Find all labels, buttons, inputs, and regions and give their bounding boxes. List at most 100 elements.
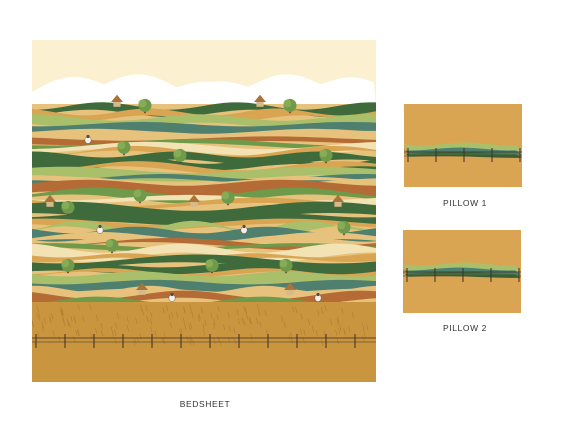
tree-highlight	[61, 201, 70, 210]
tree-highlight	[205, 259, 214, 268]
wheat-stalk	[250, 333, 253, 340]
wheat-stalk	[330, 318, 333, 325]
bedsheet-label: BEDSHEET	[179, 399, 231, 409]
wheat-stalk	[243, 306, 246, 313]
tree-highlight	[221, 191, 230, 200]
pillow-2-design	[403, 230, 521, 313]
tree-highlight	[337, 221, 346, 230]
wheat-stalk	[289, 332, 293, 339]
wheat-stalk	[188, 323, 191, 330]
wheat-stalk	[41, 325, 44, 332]
tree-highlight	[319, 149, 328, 158]
cow-head	[316, 292, 320, 297]
wheat-stalk	[32, 320, 34, 327]
wheat-stalk	[197, 315, 200, 322]
tree-highlight	[283, 99, 292, 108]
pillow-2-pattern	[403, 230, 521, 313]
wheat-stalk	[213, 322, 216, 330]
wheat-stalk	[162, 307, 165, 314]
wheat-stalk	[362, 325, 365, 333]
wheat-stalk	[300, 313, 303, 320]
wheat-stalk	[348, 326, 351, 333]
wheat-stalk	[338, 328, 341, 335]
wheat-stalk	[192, 339, 195, 346]
wheat-stalk	[73, 315, 76, 322]
wheat-stalk	[61, 309, 64, 316]
hut-icon	[188, 194, 200, 202]
field-band	[32, 232, 376, 249]
wheat-stalk	[259, 321, 262, 329]
wheat-stalk	[337, 316, 340, 323]
cow-head	[98, 224, 102, 229]
wheat-stalk	[134, 338, 137, 345]
wheat-stalk	[311, 326, 314, 333]
wheat-stalk	[139, 333, 142, 340]
wheat-stalk	[133, 339, 136, 347]
bedsheet-design	[32, 40, 376, 382]
wheat-stalk	[37, 310, 41, 317]
hut-wall	[46, 202, 54, 207]
wheat-stalk	[228, 325, 231, 332]
wheat-stalk	[63, 320, 66, 327]
wheat-stalk	[256, 318, 259, 325]
wheat-stalk	[140, 304, 143, 311]
wheat-stalk	[189, 322, 193, 329]
wheat-stalk	[223, 324, 226, 331]
hut-icon	[284, 282, 296, 290]
wheat-stalk	[295, 306, 298, 314]
hut-wall	[256, 102, 264, 107]
wheat-stalk	[303, 329, 306, 336]
wheat-stalk	[241, 317, 244, 324]
wheat-stalk	[248, 317, 251, 324]
field-band	[32, 138, 376, 150]
tree-highlight	[105, 239, 114, 248]
field-band	[32, 128, 376, 143]
wheat-stalk	[202, 329, 205, 336]
wheat-stalk	[243, 319, 246, 326]
wheat-stalk	[198, 312, 201, 320]
wheat-stalk	[339, 324, 342, 331]
field-band	[32, 226, 376, 242]
pillow-1-design	[404, 104, 522, 187]
wheat-stalk	[283, 321, 286, 328]
wheat-stalk	[75, 330, 78, 337]
tree-highlight	[133, 189, 142, 198]
field-band	[32, 213, 376, 226]
wheat-stalk	[68, 321, 71, 328]
hut-icon	[332, 194, 344, 202]
wheat-stalk	[182, 317, 185, 324]
wheat-stalk	[114, 338, 117, 345]
cow-head	[242, 224, 246, 229]
wheat-stalk	[82, 315, 85, 322]
wheat-stalk	[126, 316, 129, 323]
wheat-stalk	[70, 315, 73, 322]
hut-wall	[334, 202, 342, 207]
hut-wall	[138, 290, 146, 295]
wheat-stalk	[175, 312, 179, 319]
cow-head	[170, 292, 174, 297]
wheat-stalk	[154, 330, 157, 337]
wheat-stalk	[216, 313, 219, 321]
field-band	[32, 187, 376, 204]
wheat-stalk	[95, 314, 98, 322]
pillow-1-pattern	[404, 104, 522, 187]
wheat-stalk	[204, 319, 207, 327]
wheat-stalk	[341, 307, 344, 314]
wheat-stalk	[170, 311, 174, 319]
wheat-stalk	[38, 315, 41, 322]
wheat-stalk	[36, 312, 39, 319]
wheat-stalk	[264, 309, 267, 317]
wheat-stalk	[219, 339, 222, 346]
wheat-stalk	[183, 307, 186, 314]
wheat-stalk	[258, 309, 261, 316]
tree-highlight	[117, 141, 126, 150]
wheat-stalk	[101, 330, 104, 337]
wheat-stalk	[191, 312, 194, 320]
wheat-stalk	[227, 311, 230, 318]
wheat-stalk	[100, 322, 103, 330]
cow-head	[86, 134, 90, 139]
tree-highlight	[173, 149, 182, 158]
wheat-stalk	[335, 329, 338, 337]
wheat-stalk	[89, 304, 92, 311]
